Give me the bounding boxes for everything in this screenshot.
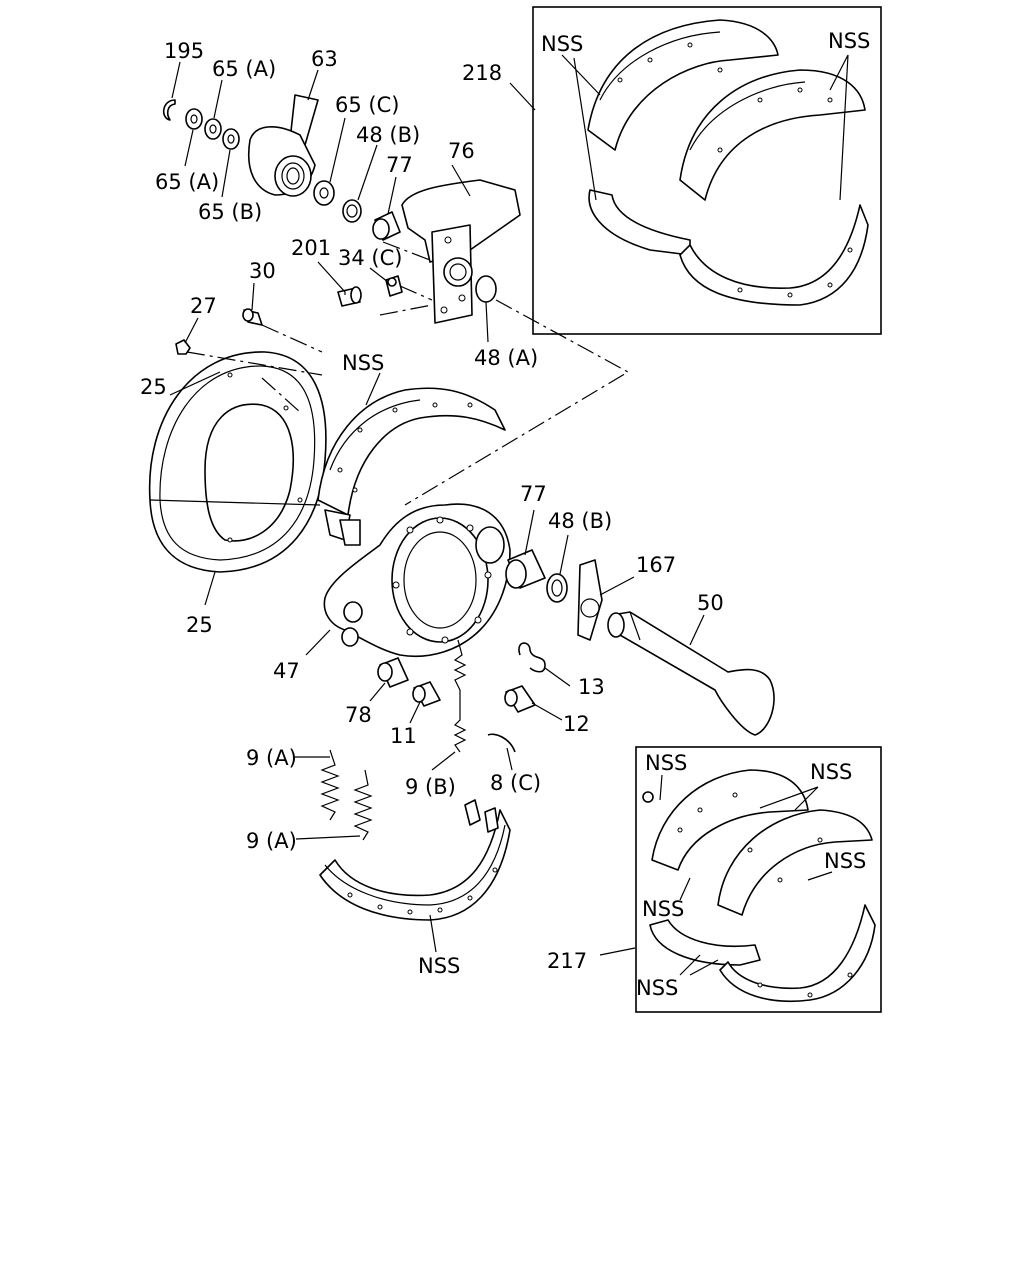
clip-8c (487, 733, 516, 753)
washer-65c (313, 180, 335, 206)
kit-218-shoe-front (679, 69, 869, 306)
label-63: 63 (311, 47, 338, 71)
brake-spider-47 (323, 503, 511, 658)
washer-65b (222, 128, 240, 150)
label-76: 76 (448, 139, 475, 163)
label-25-bottom: 25 (186, 613, 213, 637)
label-30: 30 (249, 259, 276, 283)
label-50: 50 (697, 591, 724, 615)
label-nss-mid: NSS (342, 351, 384, 375)
bushing-77-mid (505, 549, 546, 589)
label-167: 167 (636, 553, 676, 577)
plate-167 (577, 559, 603, 641)
spring-9a-2 (353, 769, 373, 841)
label-9a-top: 9 (A) (246, 746, 297, 770)
label-47: 47 (273, 659, 300, 683)
label-nss-217-a: NSS (645, 751, 687, 775)
label-77-top: 77 (386, 153, 413, 177)
label-nss-lower: NSS (418, 954, 460, 978)
washer-65a-1 (185, 108, 203, 130)
grease-nipple-34c (385, 275, 403, 297)
label-217: 217 (547, 949, 587, 973)
bushing-78 (377, 657, 409, 688)
dust-shield-25 (148, 351, 327, 573)
label-nss-218-right: NSS (828, 29, 870, 53)
label-9b: 9 (B) (405, 775, 456, 799)
label-27: 27 (190, 294, 217, 318)
label-13: 13 (578, 675, 605, 699)
camshaft-bracket-76 (401, 179, 521, 324)
label-11: 11 (390, 724, 417, 748)
seal-48b-mid (546, 573, 568, 603)
label-nss-217-b: NSS (810, 760, 852, 784)
label-218: 218 (462, 61, 502, 85)
label-77-mid: 77 (520, 482, 547, 506)
label-9a-bottom: 9 (A) (246, 829, 297, 853)
kit-217-shoe-front (717, 809, 876, 1003)
bolt-201 (337, 286, 362, 307)
label-65b: 65 (B) (198, 200, 262, 224)
washer-65a-2 (204, 118, 222, 140)
label-12: 12 (563, 712, 590, 736)
slack-adjuster-63 (248, 94, 319, 197)
spring-clip-13 (518, 642, 546, 673)
nss-rivet-small (642, 791, 654, 803)
spring-9a-1 (320, 749, 340, 821)
label-201: 201 (291, 236, 331, 260)
label-48b-mid: 48 (B) (548, 509, 612, 533)
label-34c: 34 (C) (338, 246, 402, 270)
kit-217-shoe-rear (649, 769, 809, 966)
bushing-77-top (372, 211, 401, 241)
nut-27 (175, 339, 191, 355)
label-48a: 48 (A) (474, 346, 538, 370)
pin-11 (412, 681, 441, 707)
kit-218-holes (617, 42, 853, 298)
callout-labels: 195 65 (A) 63 65 (C) 48 (B) 77 76 65 (A)… (140, 29, 870, 1000)
alignment-lines (186, 241, 630, 506)
label-25-top: 25 (140, 375, 167, 399)
label-nss-218-left: NSS (541, 32, 583, 56)
seal-48b-top (342, 199, 362, 223)
label-65a-top: 65 (A) (212, 57, 276, 81)
brake-shoe-lower (319, 799, 511, 921)
label-nss-217-d: NSS (642, 897, 684, 921)
label-48b-top: 48 (B) (356, 123, 420, 147)
brake-shoe-upper (317, 387, 506, 546)
pin-12 (504, 685, 536, 713)
kit-217-box (635, 746, 882, 1013)
label-nss-217-c: NSS (824, 849, 866, 873)
label-nss-217-e: NSS (636, 976, 678, 1000)
snap-ring-195 (162, 99, 176, 121)
o-ring-48a (475, 275, 497, 303)
label-195: 195 (164, 39, 204, 63)
label-65c: 65 (C) (335, 93, 399, 117)
label-78: 78 (345, 703, 372, 727)
kit-218-shoe-rear (587, 19, 779, 256)
kit-218-box (532, 6, 882, 335)
label-8c: 8 (C) (490, 771, 541, 795)
camshaft-50 (607, 611, 775, 736)
kit-217-holes (677, 792, 853, 998)
bolt-30 (242, 308, 263, 326)
leader-lines (169, 54, 849, 976)
label-65a-bottom: 65 (A) (155, 170, 219, 194)
spring-9b (453, 639, 467, 753)
